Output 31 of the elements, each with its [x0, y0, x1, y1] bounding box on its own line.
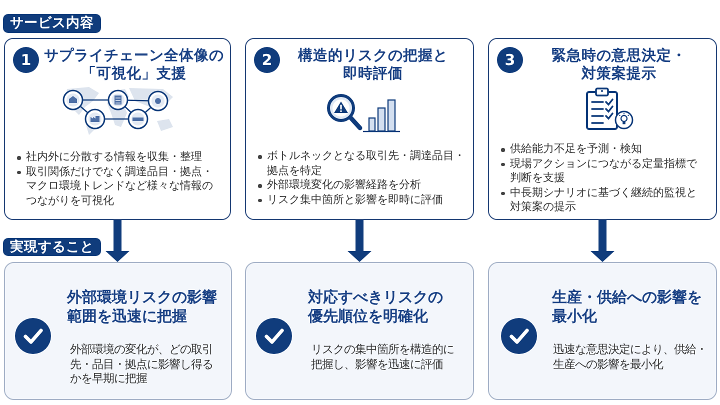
service-card [4, 38, 231, 220]
bullet-item: 供給能力不足を予測・検知 [498, 142, 704, 156]
step-number: 2 [254, 47, 280, 73]
section-heading: 実現すること [3, 238, 101, 256]
card-title: 緊急時の意思決定・対策案提示 [551, 47, 687, 83]
result-card [4, 262, 232, 400]
result-headline: 対応すべきリスクの優先順位を明確化 [308, 288, 444, 326]
bullet-item: 中長期シナリオに基づく継続的監視と対策案の提示 [498, 186, 704, 214]
arrow [106, 220, 130, 262]
arrow [590, 220, 614, 262]
result-card [245, 262, 474, 400]
bullet-item: 現場アクションにつながる定量指標で判断を支援 [498, 156, 704, 186]
arrow [348, 220, 372, 262]
card-title: サプライチェーン全体像の「可視化」支援 [43, 47, 225, 83]
card-title: 構造的リスクの把握と即時評価 [296, 47, 449, 83]
bullet-item: リスク集中箇所と影響を即時に評価 [255, 192, 471, 207]
result-description: 外部環境の変化が、どの取引先・品目・拠点に影響し得るかを早期に把握 [70, 343, 214, 386]
result-description: リスクの集中箇所を構造的に把握し、影響を迅速に評価 [311, 343, 455, 372]
bullet-item: ボトルネックとなる取引先・調達品目・拠点を特定 [255, 149, 471, 178]
bullet-item: 取引関係だけでなく調達品目・拠点・マクロ環境トレンドなど様々な情報のつながりを可視化 [14, 164, 219, 208]
result-headline: 外部環境リスクの影響範囲を迅速に把握 [67, 288, 218, 326]
bullet-item: 社内外に分散する情報を収集・整理 [14, 150, 219, 164]
section-heading: サービス内容 [3, 14, 101, 33]
result-description: 迅速な意思決定により、供給・生産への影響を最小化 [553, 343, 708, 372]
bullet-item: 外部環境変化の影響経路を分析 [255, 178, 471, 192]
step-number: 3 [497, 47, 523, 73]
result-headline: 生産・供給への影響を最小化 [552, 288, 703, 326]
service-card [488, 38, 717, 220]
step-number: 1 [13, 47, 39, 73]
service-card [245, 38, 474, 220]
result-card [488, 262, 717, 400]
